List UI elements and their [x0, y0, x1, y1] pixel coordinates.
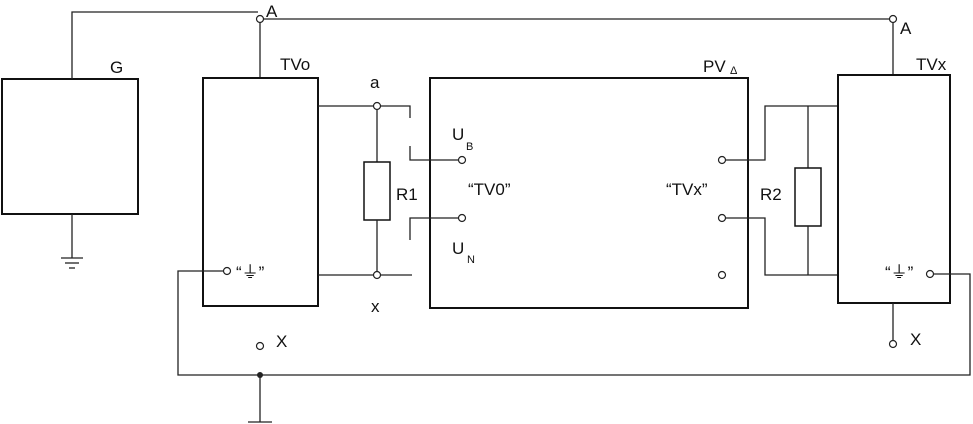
- resistor-r2: [794, 167, 822, 227]
- generator-to-node-a-wire: [71, 11, 258, 79]
- tvx-input-3-terminal: [717, 270, 727, 280]
- ref-transformer-ground-terminal: [222, 266, 232, 276]
- generator-box: [1, 78, 139, 215]
- ground-return: [177, 270, 272, 423]
- ref-transformer-label: TVo: [280, 55, 310, 74]
- terminal-x: [372, 270, 382, 280]
- ub-input-label: U: [452, 125, 464, 144]
- ub-input-wire: [409, 146, 458, 161]
- node-a-right-label: A: [900, 19, 912, 38]
- test-transformer-label: TVx: [916, 55, 947, 74]
- node-a-right-terminal: [888, 14, 898, 24]
- tvo-ground-return-wire: [177, 270, 262, 376]
- terminal-x-label: x: [371, 297, 380, 316]
- un-input-terminal: [457, 213, 467, 223]
- node-x-right: X: [888, 303, 921, 349]
- generator: G: [1, 11, 258, 269]
- meter-box: [429, 77, 749, 309]
- node-a-left-label: A: [266, 2, 278, 21]
- terminal-a-label: a: [370, 73, 380, 92]
- node-x-right-terminal: [888, 339, 898, 349]
- node-x-right-label: X: [910, 330, 921, 349]
- meter-to-tvx-top-wire: [726, 105, 838, 161]
- terminal-a: [372, 101, 382, 111]
- test-transformer-ground-symbol: “⏚”: [885, 263, 914, 282]
- node-x-left-label: X: [276, 332, 287, 351]
- node-a-left-terminal: [255, 14, 265, 24]
- resistor-r2-branch: R2: [726, 105, 838, 276]
- resistor-r1-branch: a R1 x: [318, 73, 418, 316]
- meter-label-sub: Δ: [730, 65, 738, 77]
- channel-ref-label: “TV0”: [468, 180, 511, 199]
- node-x-left: X: [255, 332, 287, 351]
- ref-transformer-ground-symbol: “⏚”: [236, 263, 265, 282]
- resistor-r1: [363, 161, 391, 221]
- node-a-right: A: [888, 14, 912, 38]
- ub-input-label-sub: B: [466, 141, 473, 153]
- un-input-label-sub: N: [467, 254, 475, 266]
- a-to-meter-wire: [380, 105, 411, 118]
- node-x-left-terminal: [255, 341, 265, 351]
- meter-label: PV: [703, 57, 726, 76]
- resistor-r2-label: R2: [760, 185, 782, 204]
- un-input-label: U: [452, 239, 464, 258]
- generator-ground-icon: [61, 257, 83, 269]
- meter-to-tvx-bottom-wire: [726, 217, 838, 276]
- ref-transformer: TVo “⏚”: [202, 55, 319, 307]
- resistor-r1-label: R1: [396, 185, 418, 204]
- ub-input-terminal: [457, 155, 467, 165]
- generator-label: G: [110, 58, 123, 77]
- meter: PV Δ U B U N “TV0” “TVx”: [409, 57, 749, 309]
- un-input-wire: [409, 217, 458, 240]
- test-transformer: TVx “⏚”: [258, 55, 971, 376]
- ref-transformer-box: [202, 77, 319, 307]
- tvx-input-2-terminal: [717, 213, 727, 223]
- tvx-ground-return-wire: [258, 273, 971, 376]
- channel-test-label: “TVx”: [666, 180, 708, 199]
- tvx-input-1-terminal: [717, 155, 727, 165]
- test-transformer-ground-terminal: [925, 269, 935, 279]
- test-transformer-box: [837, 74, 951, 304]
